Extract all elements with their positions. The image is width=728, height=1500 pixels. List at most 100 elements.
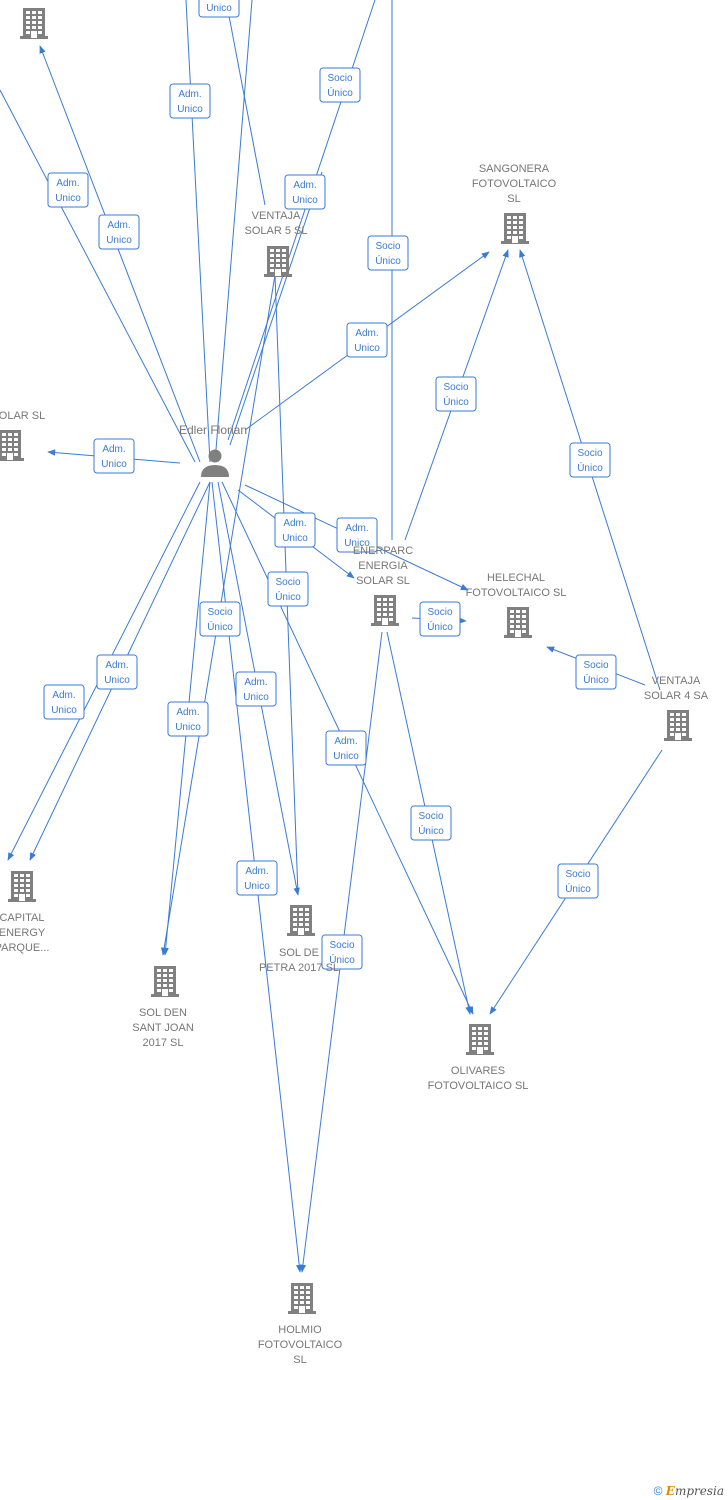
company-name: SANT JOAN	[132, 1022, 194, 1034]
edge-label-adm-unico[interactable]: Adm.Unico	[325, 730, 367, 766]
svg-text:Adm.: Adm.	[102, 444, 125, 455]
svg-text:Unico: Unico	[243, 692, 269, 703]
company-name: SOLAR SL	[356, 575, 410, 587]
relationship-edge	[0, 89, 196, 463]
empresia-logo: Empresia	[665, 1484, 724, 1498]
footer-brand[interactable]: © Empresia	[654, 1484, 724, 1498]
building-icon	[287, 905, 315, 936]
company-name: FOTOVOLTAICO	[472, 178, 557, 190]
person-node[interactable]: Edler Florian	[179, 423, 247, 477]
building-icon	[20, 8, 48, 39]
company-name: SOLAR 4 SA	[644, 690, 709, 702]
svg-text:Socio: Socio	[375, 241, 400, 252]
relationship-edge	[227, 0, 376, 441]
svg-text:Socio: Socio	[427, 607, 452, 618]
building-icon	[371, 595, 399, 626]
building-icon	[501, 213, 529, 244]
svg-text:Socio: Socio	[207, 607, 232, 618]
building-icon	[264, 246, 292, 277]
svg-text:Socio: Socio	[418, 811, 443, 822]
building-icon	[8, 871, 36, 902]
company-node-ventaja4[interactable]: VENTAJA SOLAR 4 SA	[644, 675, 709, 741]
company-name: PETRA 2017 SL	[259, 962, 339, 974]
svg-text:Socio: Socio	[565, 869, 590, 880]
relationship-edge	[39, 45, 201, 463]
edge-label-adm-unico[interactable]: Adm.Unico	[93, 438, 135, 474]
svg-text:Único: Único	[327, 86, 353, 99]
edge-label-adm-unico[interactable]: Adm.Unico	[96, 654, 138, 690]
edges-layer	[0, 0, 663, 1273]
edge-label-adm-unico[interactable]: Adm. Unico	[98, 214, 140, 250]
svg-text:Unico: Unico	[292, 195, 318, 206]
svg-text:Adm.: Adm.	[345, 523, 368, 534]
edge-label-adm-unico[interactable]: Adm. Unico	[235, 671, 277, 707]
relationship-edge	[225, 0, 266, 206]
company-name: VENTAJA	[652, 675, 701, 687]
company-node-holmio[interactable]: HOLMIO FOTOVOLTAICO SL	[258, 1283, 343, 1366]
edge-label-adm-unico[interactable]: Adm. Unico	[167, 701, 209, 737]
svg-text:Único: Único	[443, 395, 469, 408]
company-name: SL	[507, 193, 520, 205]
svg-text:Adm.: Adm.	[245, 866, 268, 877]
company-node-ventaja5[interactable]: VENTAJA SOLAR 5 SL	[245, 210, 308, 277]
edge-label-adm-unico[interactable]: Adm. Unico	[169, 83, 211, 119]
svg-text:Socio: Socio	[583, 660, 608, 671]
company-name: SL	[293, 1354, 306, 1366]
svg-text:Adm.: Adm.	[52, 690, 75, 701]
person-icon	[201, 449, 229, 477]
company-node-top-left[interactable]	[20, 8, 48, 39]
company-name: HOLMIO	[278, 1324, 322, 1336]
svg-text:Adm.: Adm.	[283, 518, 306, 529]
svg-text:Adm.: Adm.	[178, 89, 201, 100]
svg-text:Único: Único	[583, 673, 609, 686]
company-node-solar-left[interactable]: OLAR SL	[0, 410, 45, 461]
svg-text:Socio: Socio	[443, 382, 468, 393]
svg-text:Único: Único	[418, 824, 444, 837]
svg-text:Único: Único	[329, 953, 355, 966]
edge-label-adm-unico[interactable]: Adm.Unico	[336, 517, 378, 553]
person-name: Edler Florian	[179, 423, 247, 437]
company-name: ENERGIA	[358, 560, 408, 572]
edge-label-adm-unico[interactable]: Adm.Unico	[236, 860, 278, 896]
svg-text:Adm.: Adm.	[176, 707, 199, 718]
svg-text:Adm.: Adm.	[107, 220, 130, 231]
svg-text:Adm.: Adm.	[244, 677, 267, 688]
svg-text:Unico: Unico	[106, 235, 132, 246]
edge-label-adm-unico[interactable]: Adm.Unico	[274, 512, 316, 548]
company-node-capital[interactable]: CAPITALENERGYPARQUE...	[0, 871, 49, 954]
company-name: FOTOVOLTAICO SL	[466, 587, 567, 599]
edge-label-adm-unico[interactable]: Adm.Unico	[47, 172, 89, 208]
edge-label-adm-unico[interactable]: Adm.Unico	[346, 322, 388, 358]
relationship-edge	[214, 0, 253, 463]
edge-label-adm-unico[interactable]: Adm.Unico	[198, 0, 240, 18]
company-name: SOLAR 5 SL	[245, 225, 308, 237]
svg-text:Unico: Unico	[175, 722, 201, 733]
svg-text:Único: Único	[577, 461, 603, 474]
edge-label-adm-unico[interactable]: Adm.Unico	[284, 174, 326, 210]
company-name: FOTOVOLTAICO	[258, 1339, 343, 1351]
svg-text:Unico: Unico	[55, 193, 81, 204]
edge-label-adm-unico[interactable]: Adm.Unico	[43, 684, 85, 720]
svg-text:Unico: Unico	[177, 104, 203, 115]
building-icon	[151, 966, 179, 997]
company-name: VENTAJA	[252, 210, 301, 222]
